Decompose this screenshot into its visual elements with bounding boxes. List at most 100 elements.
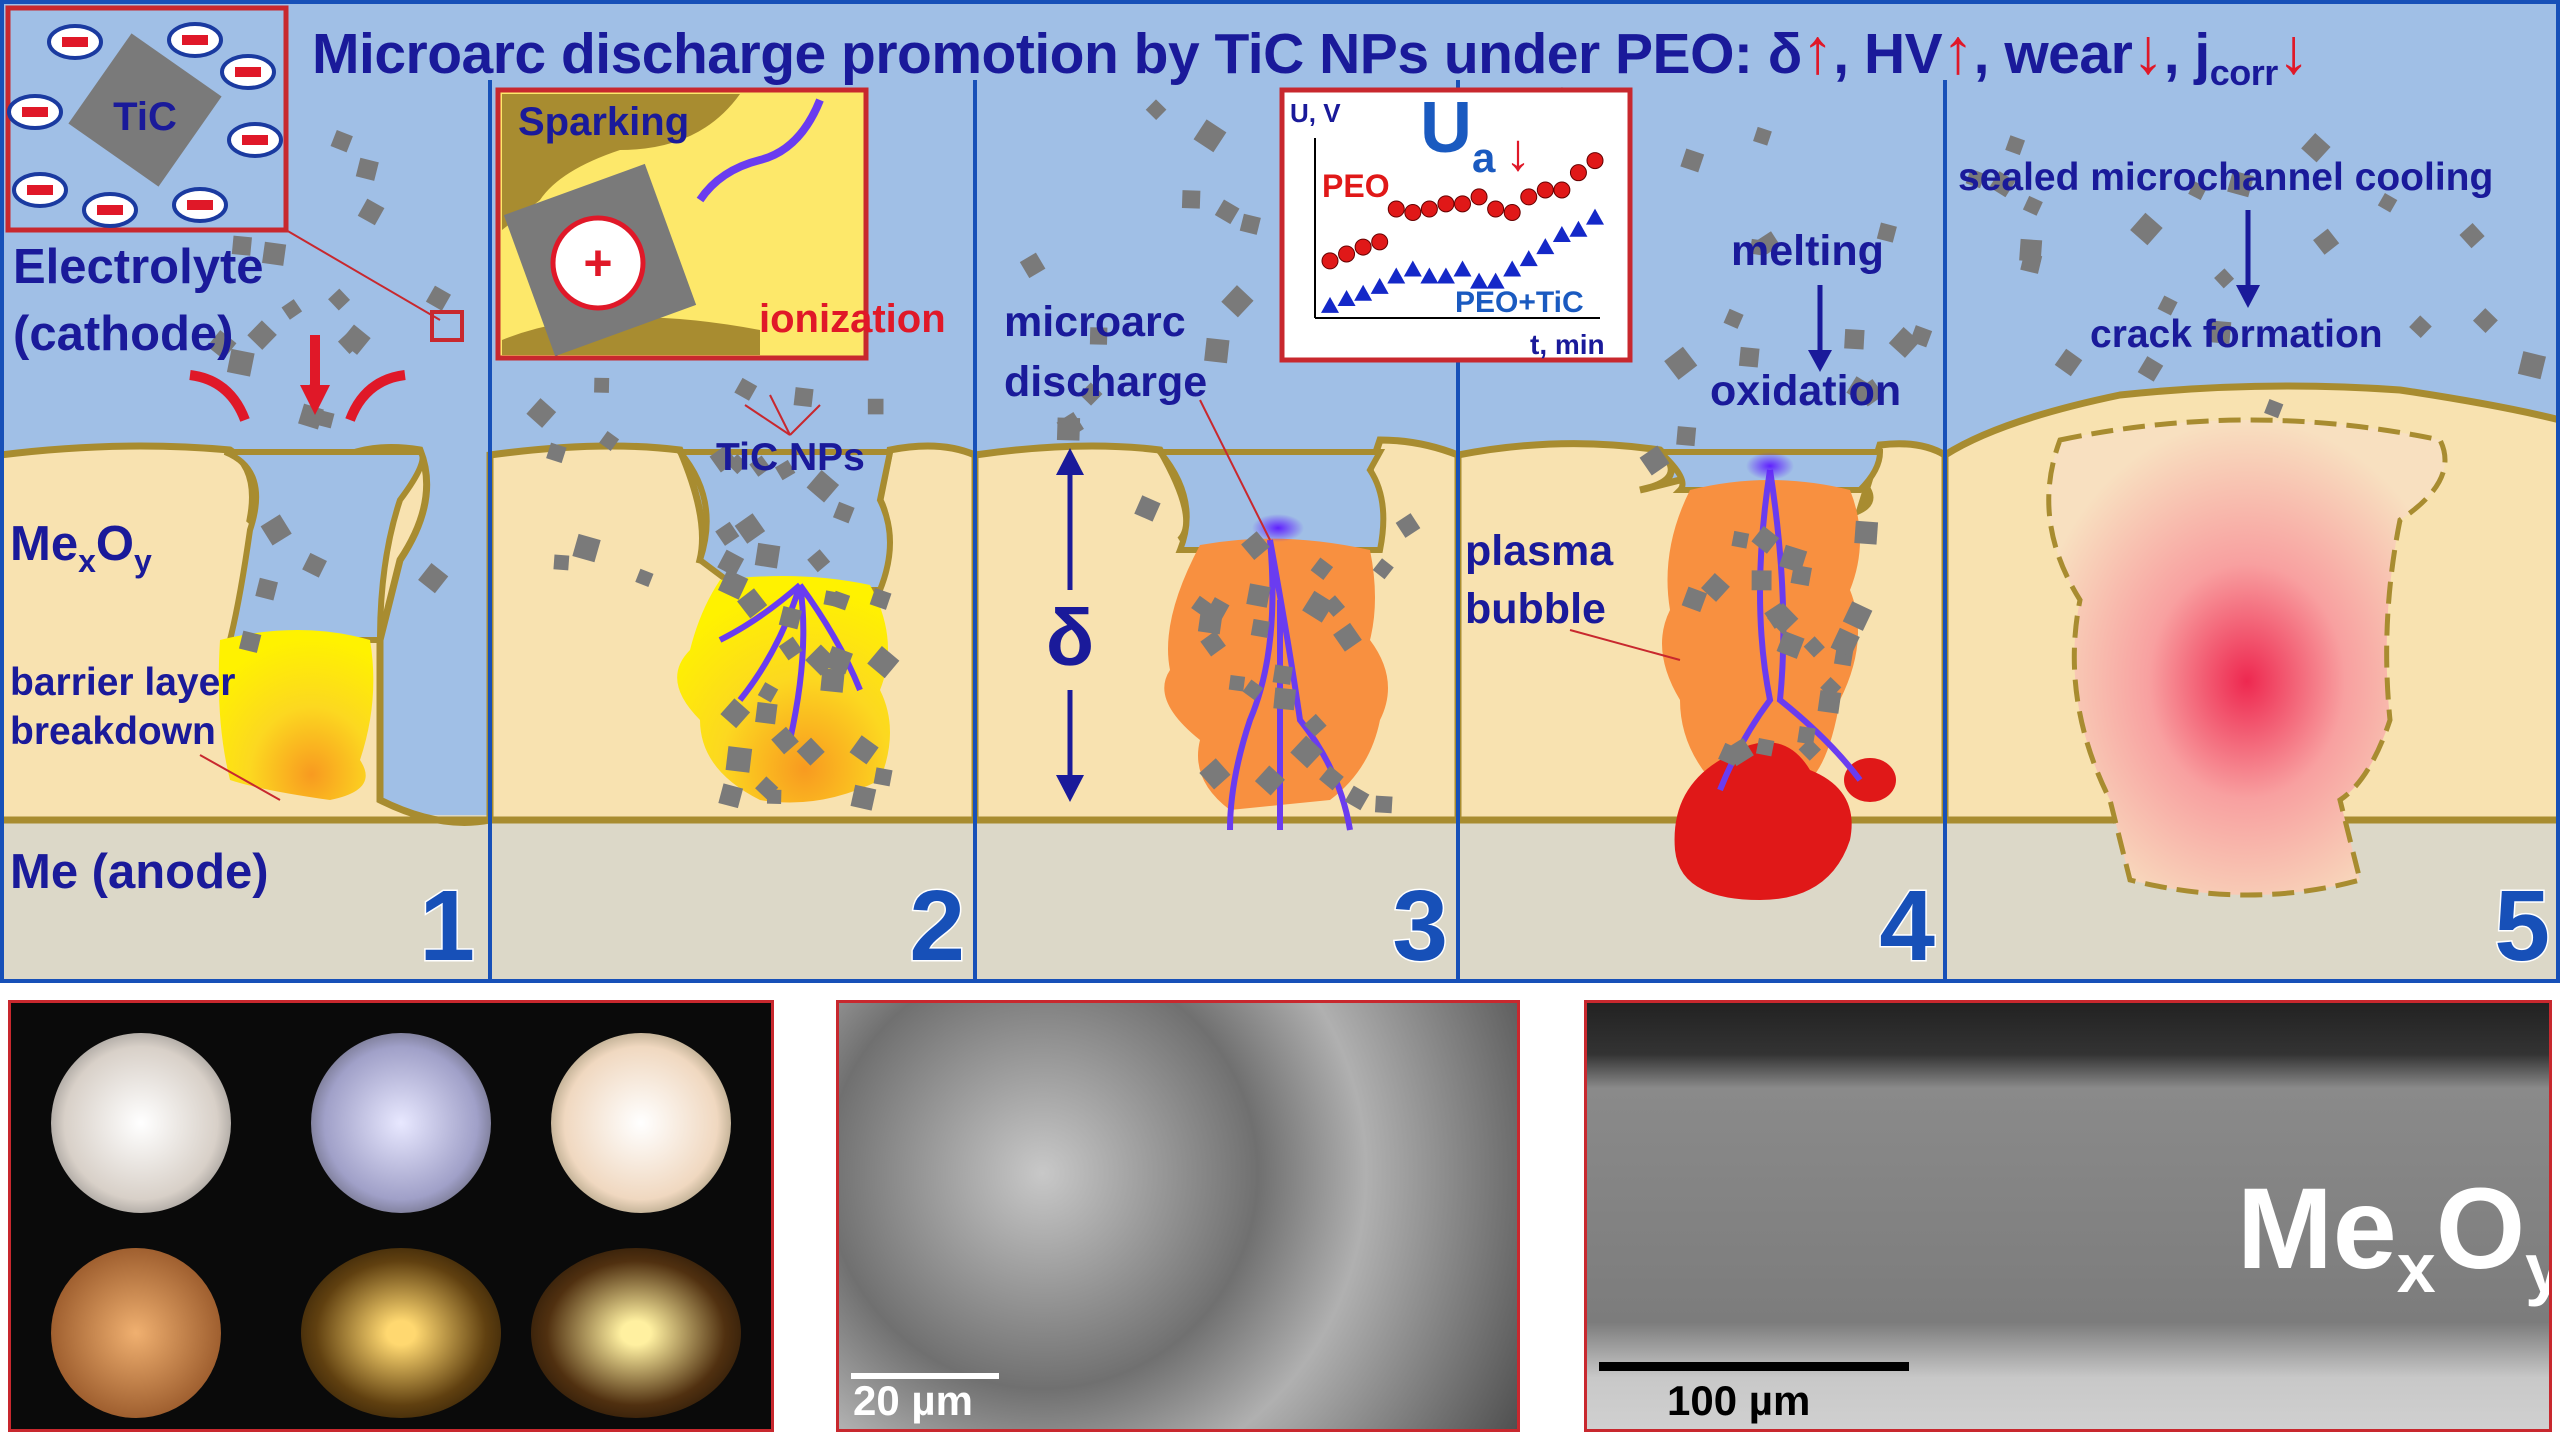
nanoparticle: [1372, 558, 1394, 580]
tic-inset: TiC: [5, 5, 464, 342]
data-point-peo: [1371, 233, 1389, 251]
nanoparticle: [1731, 530, 1750, 549]
nanoparticle: [734, 513, 766, 544]
nanoparticle: [1333, 622, 1362, 652]
nanoparticle: [2472, 308, 2498, 333]
anode-label: Me (anode): [10, 845, 269, 899]
molten-drop: [1674, 742, 1852, 900]
nanoparticle: [207, 330, 237, 360]
nanoparticle: [1842, 601, 1873, 631]
nanoparticle: [709, 445, 737, 473]
nanoparticle: [1798, 738, 1821, 761]
nanoparticle: [793, 387, 814, 408]
nanoparticle: [2054, 348, 2083, 377]
nanoparticle: [867, 398, 884, 415]
nanoparticle: [1310, 557, 1334, 580]
nanoparticle: [2517, 351, 2547, 380]
nanoparticle: [1776, 630, 1805, 659]
data-point-peo-tic: [1370, 277, 1389, 294]
nanoparticle: [260, 514, 292, 546]
nanoparticle: [1725, 738, 1754, 767]
nanoparticle: [1756, 231, 1781, 255]
nanoparticle: [1181, 190, 1201, 209]
cross-section-image: 100 µm MexOy: [1584, 1000, 2552, 1432]
nanoparticle: [1764, 602, 1791, 629]
nanoparticle: [778, 636, 803, 661]
anion: [7, 94, 63, 130]
scale-label-sem: 20 µm: [853, 1377, 973, 1424]
nanoparticle: [757, 682, 779, 703]
anion: [82, 192, 138, 228]
nanoparticle: [2313, 228, 2340, 255]
nanoparticle: [1214, 199, 1240, 225]
nanoparticle: [1989, 171, 2016, 198]
nanoparticle: [262, 241, 287, 266]
nanoparticle: [1888, 326, 1920, 358]
cooling-arrow: [2236, 210, 2260, 308]
small-drop: [1844, 758, 1896, 802]
nanoparticle: [2130, 212, 2163, 246]
nanoparticle: [1246, 583, 1271, 608]
nanoparticle: [774, 459, 796, 481]
nanoparticle: [1134, 495, 1161, 522]
nanoparticle: [830, 590, 851, 611]
nanoparticle: [2157, 295, 2178, 316]
molten-zone-1: [218, 630, 374, 800]
legend-peo: PEO: [1322, 168, 1390, 204]
nanoparticle: [2301, 133, 2331, 163]
nanoparticle: [330, 129, 353, 153]
breakdown-label: breakdown: [10, 710, 216, 753]
nanoparticle: [755, 701, 778, 725]
nanoparticle: [771, 726, 799, 755]
nanoparticle: [546, 442, 567, 464]
scale-label-cross: 100 µm: [1667, 1377, 1811, 1424]
nanoparticle: [247, 320, 277, 350]
data-point-peo: [1404, 203, 1422, 221]
data-point-peo: [1586, 152, 1604, 170]
nanoparticle: [873, 767, 893, 787]
nanoparticle: [231, 235, 252, 256]
thickness-arrow: [1056, 448, 1084, 802]
nanoparticle: [1204, 337, 1230, 364]
anion: [172, 187, 228, 223]
discharge-glow: [1746, 452, 1794, 480]
step-number-3: 3: [1392, 870, 1448, 982]
nanoparticle: [1239, 213, 1261, 235]
anion: [47, 24, 103, 60]
nanoparticle: [1250, 618, 1270, 638]
nanoparticle: [820, 668, 845, 693]
diagram-panels: TiC Electrolyte (cathode) MexOy barrier …: [0, 0, 2560, 983]
nanoparticle: [849, 735, 879, 765]
step-number-1: 1: [419, 870, 475, 982]
step-number-2: 2: [909, 870, 965, 982]
data-point-peo: [1536, 181, 1554, 199]
nanoparticle: [725, 746, 753, 773]
nanoparticle: [1738, 346, 1760, 368]
nanoparticle: [1751, 525, 1780, 554]
nanoparticle: [328, 288, 351, 311]
nanoparticle: [599, 431, 620, 451]
data-point-peo-tic: [1519, 250, 1538, 267]
positive-charge: +: [583, 235, 612, 291]
nanoparticle: [1273, 687, 1297, 711]
nanoparticle: [766, 789, 782, 805]
nanoparticle: [1755, 737, 1775, 757]
anion: [227, 122, 283, 158]
data-point-peo-tic: [1420, 267, 1439, 284]
data-point-peo: [1437, 195, 1455, 213]
y-axis-label: U, V: [1290, 98, 1341, 128]
nanoparticle: [1723, 308, 1744, 329]
barrier-label: barrier layer: [10, 661, 236, 704]
nanoparticle: [796, 737, 825, 766]
x-axis-label: t, min: [1530, 329, 1605, 360]
nanoparticle: [355, 157, 379, 181]
nanoparticle: [715, 521, 740, 546]
discharge-photos: [8, 1000, 774, 1432]
tic-label: TiC: [113, 95, 177, 139]
data-point-peo: [1454, 195, 1471, 213]
decrease-arrow: ↓: [1505, 124, 1531, 182]
delta-label: δ: [1046, 593, 1095, 682]
nanoparticle: [832, 501, 855, 524]
chart-title: Ua: [1420, 88, 1496, 181]
oxide-label: MexOy: [10, 517, 152, 579]
